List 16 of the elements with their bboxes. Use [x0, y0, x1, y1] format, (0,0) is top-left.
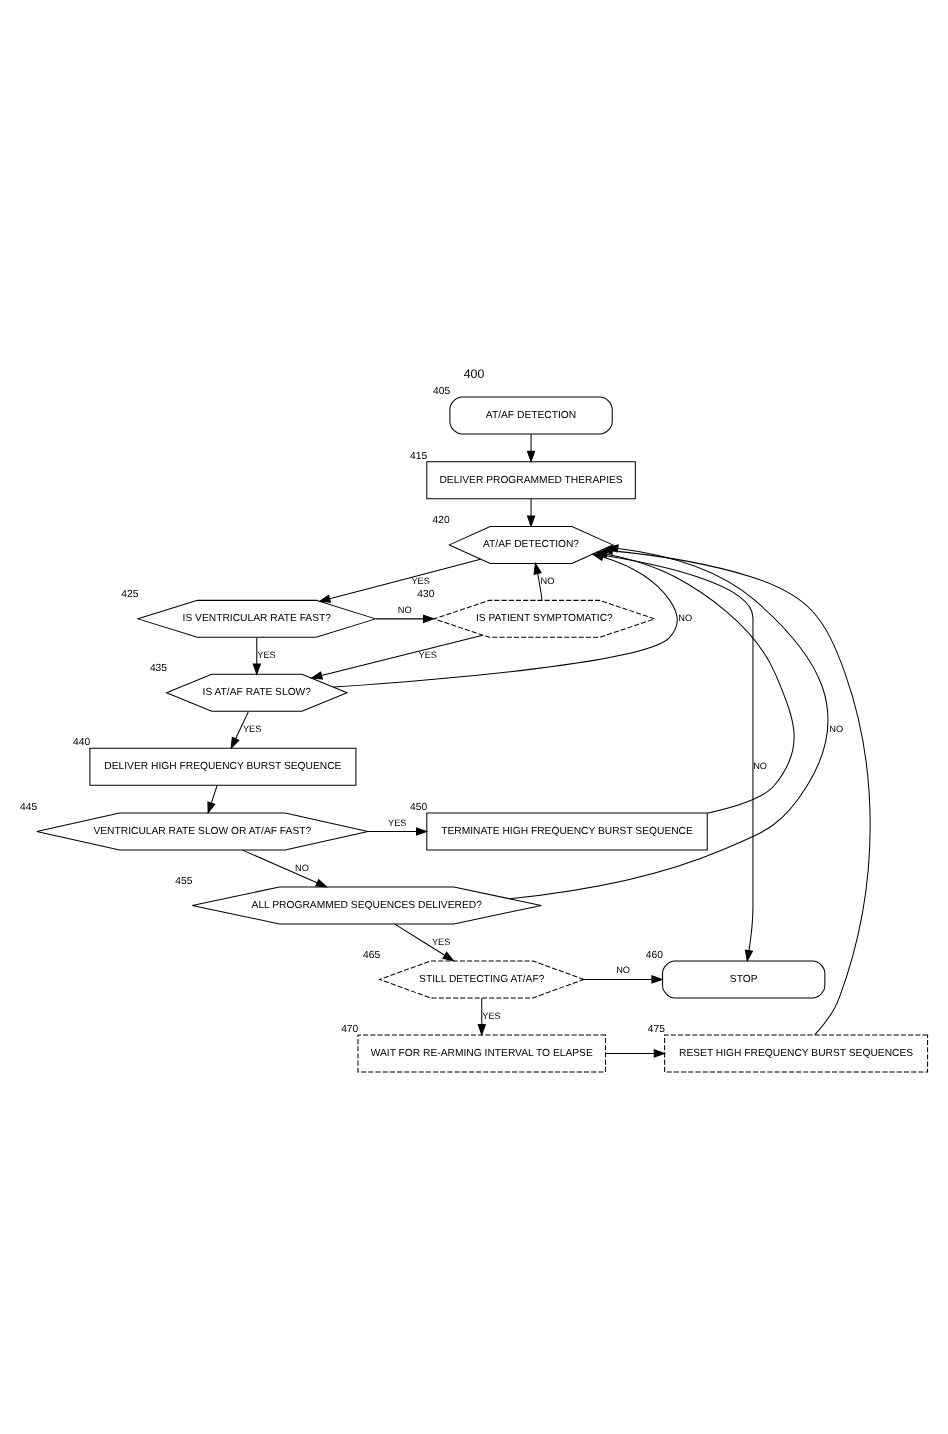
arrow	[595, 548, 795, 813]
arrow	[242, 848, 329, 887]
arrow	[230, 710, 249, 749]
arrow	[605, 1048, 667, 1057]
arrow	[252, 636, 262, 675]
arrow	[526, 432, 536, 463]
arrow	[477, 996, 487, 1036]
arrow	[207, 784, 218, 814]
arrow	[367, 826, 429, 835]
arrow	[583, 974, 664, 983]
arrow	[375, 613, 436, 623]
arrow	[318, 557, 481, 602]
arrow	[526, 497, 536, 527]
arrow	[394, 922, 455, 961]
arrow	[310, 633, 484, 679]
arrow	[533, 560, 543, 600]
